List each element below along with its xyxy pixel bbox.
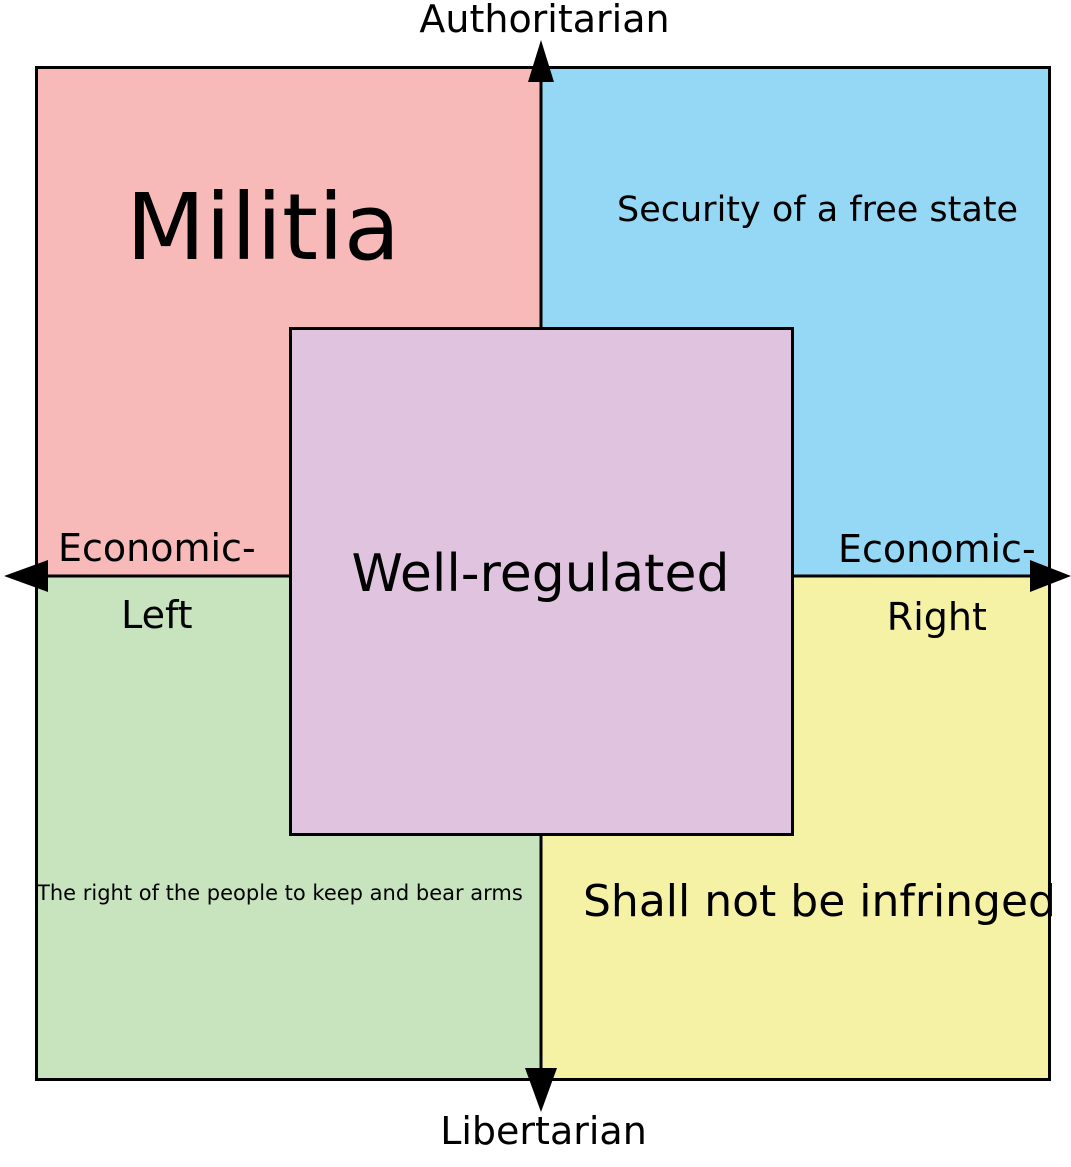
axis-label-authoritarian: Authoritarian [419,0,670,41]
arrow-left-icon [4,560,48,592]
axis-label-libertarian: Libertarian [440,1109,647,1153]
arrow-down-icon [525,1068,557,1112]
axis-label-economic-right-line1: Economic- [838,527,1036,571]
label-shall-not-be-infringed: Shall not be infringed [583,876,1056,927]
axis-label-economic-left-line2: Left [121,592,193,637]
label-well-regulated: Well-regulated [351,544,730,604]
label-security-of-a-free-state: Security of a free state [617,190,1019,230]
axis-label-economic-right-line2: Right [886,595,987,640]
center-square [289,327,794,836]
arrow-up-icon [528,40,554,82]
label-right-to-bear-arms: The right of the people to keep and bear… [37,881,523,905]
arrow-right-icon [1030,560,1071,592]
axis-label-economic-left: Economic- Left [58,515,256,648]
label-militia: Militia [126,174,401,281]
axis-label-economic-right: Economic- Right [838,515,1036,652]
axis-label-economic-left-line1: Economic- [58,526,256,570]
